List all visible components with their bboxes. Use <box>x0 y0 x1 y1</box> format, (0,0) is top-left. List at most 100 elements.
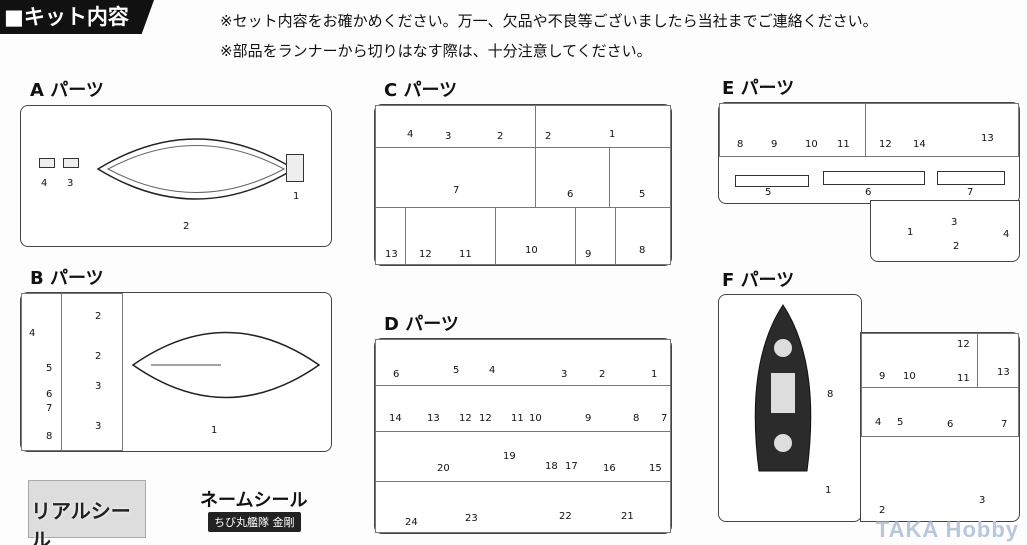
parts-runner-d: 6 5 4 3 2 1 14 13 12 12 11 10 9 8 7 20 1… <box>374 338 672 534</box>
runner-cell <box>61 293 123 451</box>
name-sticker-plate: ちび丸艦隊 金剛 <box>208 512 301 532</box>
part-number: 15 <box>649 463 662 474</box>
part-number: 13 <box>427 413 440 424</box>
section-f-title: F パーツ <box>722 270 795 291</box>
part-number: 11 <box>957 373 970 384</box>
runner-cell <box>375 431 671 483</box>
part-number: 23 <box>465 513 478 524</box>
part-number: 9 <box>771 139 778 150</box>
part-number: 7 <box>46 403 53 414</box>
part-number: 3 <box>445 131 452 142</box>
parts-runner-a: 4 3 2 1 <box>20 105 332 247</box>
part-number: 2 <box>95 311 102 322</box>
part-number: 11 <box>511 413 524 424</box>
part-number: 21 <box>621 511 634 522</box>
name-sticker-title: ネームシール <box>200 490 308 511</box>
part-number: 7 <box>967 187 974 198</box>
part-number: 12 <box>957 339 970 350</box>
part-icon <box>823 171 925 185</box>
part-number: 1 <box>609 129 616 140</box>
notice-line-2: ※部品をランナーから切りはなす際は、十分注意してください。 <box>220 42 652 60</box>
part-number: 7 <box>1001 419 1008 430</box>
section-e-title: E パーツ <box>722 78 795 99</box>
kit-contents-heading: ■キット内容 <box>0 0 154 34</box>
hull-part-icon <box>131 331 321 399</box>
part-number: 12 <box>459 413 472 424</box>
notice-line-1: ※セット内容をお確かめください。万一、欠品や不良等ございましたら当社までご連絡く… <box>220 12 878 30</box>
part-number: 4 <box>41 178 48 189</box>
runner-cell <box>375 207 407 265</box>
parts-runner-e-lower: 1 3 2 4 <box>870 200 1020 262</box>
part-number: 3 <box>95 381 102 392</box>
part-number: 3 <box>561 369 568 380</box>
part-number: 8 <box>827 389 834 400</box>
part-number: 14 <box>389 413 402 424</box>
part-number: 4 <box>489 365 496 376</box>
part-number: 5 <box>897 417 904 428</box>
part-number: 19 <box>503 451 516 462</box>
part-number: 6 <box>393 369 400 380</box>
part-number: 8 <box>46 431 53 442</box>
part-icon <box>286 154 304 182</box>
runner-cell <box>375 105 537 149</box>
part-number: 22 <box>559 511 572 522</box>
part-number: 13 <box>997 367 1010 378</box>
part-number: 24 <box>405 517 418 528</box>
part-number: 9 <box>585 413 592 424</box>
part-number: 11 <box>459 249 472 260</box>
part-number: 3 <box>95 421 102 432</box>
part-number: 11 <box>837 139 850 150</box>
parts-runner-b: 4 5 6 7 8 2 2 3 3 1 <box>20 292 332 452</box>
part-number: 9 <box>879 371 886 382</box>
runner-cell <box>861 387 1019 437</box>
part-number: 12 <box>879 139 892 150</box>
part-number: 1 <box>651 369 658 380</box>
part-number: 7 <box>453 185 460 196</box>
part-number: 10 <box>903 371 916 382</box>
part-number: 12 <box>419 249 432 260</box>
part-icon <box>63 158 79 168</box>
part-number: 1 <box>211 425 218 436</box>
part-number: 2 <box>183 221 190 232</box>
section-a-title: A パーツ <box>30 80 104 101</box>
part-number: 13 <box>385 249 398 260</box>
part-number: 2 <box>953 241 960 252</box>
part-number: 13 <box>981 133 994 144</box>
part-number: 5 <box>639 189 646 200</box>
part-number: 2 <box>545 131 552 142</box>
watermark: TAKA Hobby <box>875 517 1019 542</box>
parts-runner-c: 4 3 2 2 1 7 6 5 13 12 11 10 9 8 <box>374 104 672 266</box>
part-number: 10 <box>805 139 818 150</box>
part-number: 6 <box>865 187 872 198</box>
part-icon <box>39 158 55 168</box>
runner-cell <box>495 207 577 265</box>
section-c-title: C パーツ <box>384 80 458 101</box>
runner-cell <box>865 103 1019 157</box>
part-number: 2 <box>95 351 102 362</box>
section-b-title: B パーツ <box>30 268 104 289</box>
part-number: 12 <box>479 413 492 424</box>
part-number: 18 <box>545 461 558 472</box>
part-number: 17 <box>565 461 578 472</box>
runner-cell <box>375 147 537 209</box>
parts-runner-e: 8 9 10 11 12 14 13 5 6 7 <box>718 102 1020 204</box>
part-number: 1 <box>293 191 300 202</box>
parts-runner-f: 8 1 <box>718 294 862 522</box>
part-number: 4 <box>407 129 414 140</box>
part-number: 5 <box>46 363 53 374</box>
section-d-title: D パーツ <box>384 314 459 335</box>
part-number: 14 <box>913 139 926 150</box>
real-sticker-label: リアルシール <box>31 499 131 545</box>
part-number: 20 <box>437 463 450 474</box>
part-number: 16 <box>603 463 616 474</box>
part-number: 4 <box>1003 229 1010 240</box>
part-number: 8 <box>639 245 646 256</box>
part-number: 6 <box>567 189 574 200</box>
part-number: 3 <box>67 178 74 189</box>
part-number: 8 <box>633 413 640 424</box>
part-number: 10 <box>525 245 538 256</box>
part-number: 3 <box>979 495 986 506</box>
runner-cell <box>535 105 671 149</box>
runner-cell <box>575 207 617 265</box>
